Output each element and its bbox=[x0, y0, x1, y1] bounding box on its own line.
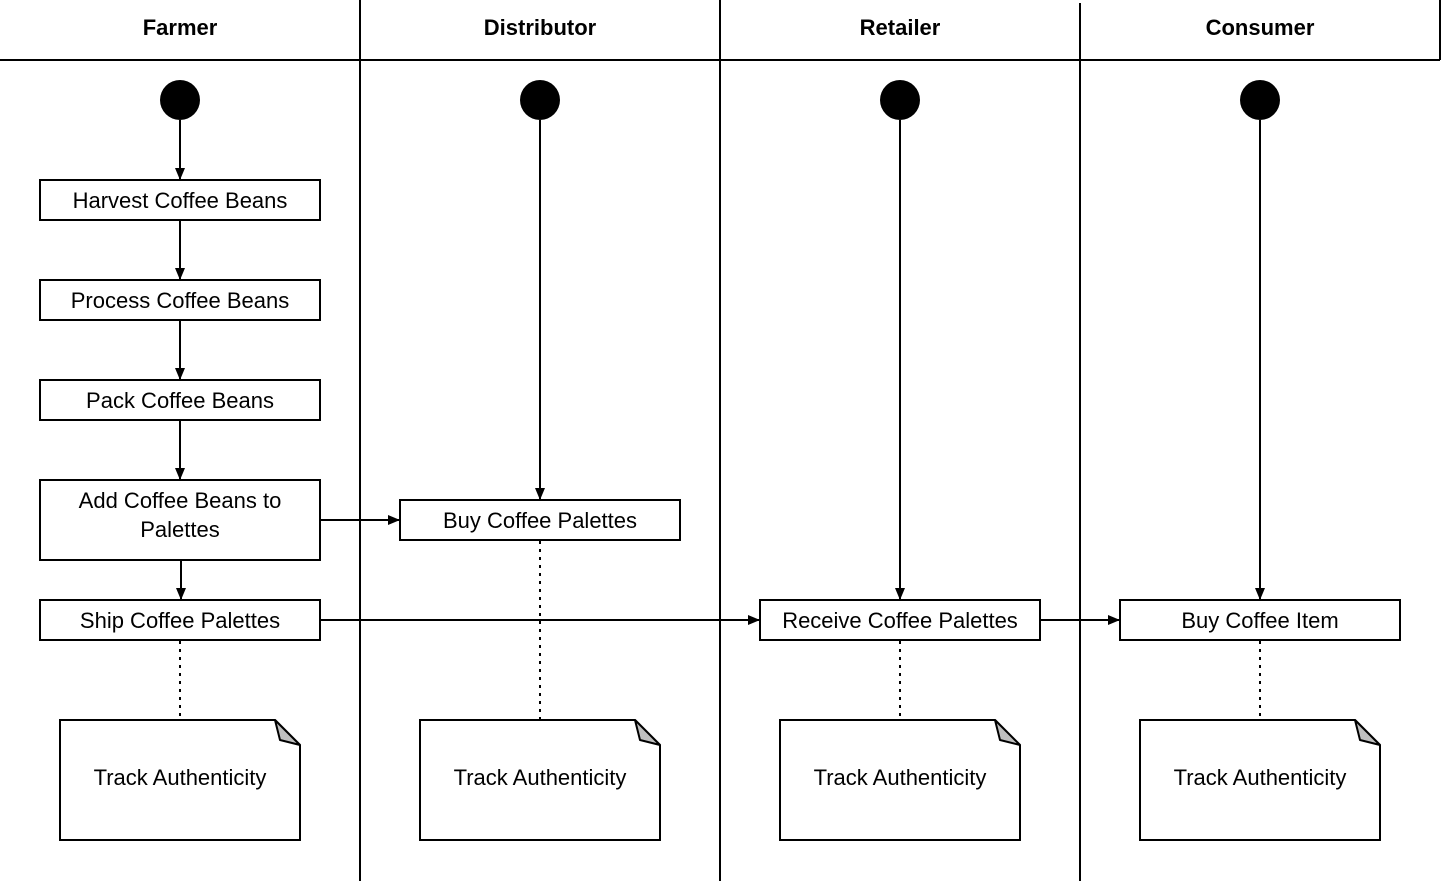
note-retailer: Track Authenticity bbox=[779, 719, 1021, 841]
activity-label: Process Coffee Beans bbox=[71, 288, 290, 313]
note-corner-fold bbox=[274, 719, 301, 746]
note-farmer: Track Authenticity bbox=[59, 719, 301, 841]
activity-box bbox=[39, 379, 321, 421]
note-shape bbox=[59, 719, 301, 841]
note-corner-fold bbox=[994, 719, 1021, 746]
activity-label: Pack Coffee Beans bbox=[86, 388, 274, 413]
activity-harvest-coffee-beans: Harvest Coffee Beans bbox=[39, 179, 321, 221]
activity-label: Buy Coffee Item bbox=[1181, 608, 1338, 633]
note-text: Track Authenticity bbox=[454, 765, 627, 790]
note-text: Track Authenticity bbox=[94, 765, 267, 790]
activity-label-line-1: Add Coffee Beans to bbox=[79, 488, 282, 513]
note-shape bbox=[779, 719, 1021, 841]
activity-pack-coffee-beans: Pack Coffee Beans bbox=[39, 379, 321, 421]
start-node-farmer bbox=[160, 80, 200, 120]
start-node-distributor bbox=[520, 80, 560, 120]
activity-box bbox=[1119, 599, 1401, 641]
activity-label: Receive Coffee Palettes bbox=[782, 608, 1018, 633]
lane-title-distributor: Distributor bbox=[484, 15, 597, 40]
activity-buy-coffee-palettes: Buy Coffee Palettes bbox=[399, 499, 681, 541]
activity-box bbox=[399, 499, 681, 541]
activity-label: Buy Coffee Palettes bbox=[443, 508, 637, 533]
lane-title-consumer: Consumer bbox=[1206, 15, 1315, 40]
activity-box bbox=[39, 599, 321, 641]
activity-receive-coffee-palettes: Receive Coffee Palettes bbox=[759, 599, 1041, 641]
activity-box bbox=[39, 179, 321, 221]
activity-buy-coffee-item: Buy Coffee Item bbox=[1119, 599, 1401, 641]
note-corner-fold bbox=[1354, 719, 1381, 746]
activity-ship-coffee-palettes: Ship Coffee Palettes bbox=[39, 599, 321, 641]
lane-title-farmer: Farmer bbox=[143, 15, 218, 40]
note-text: Track Authenticity bbox=[1174, 765, 1347, 790]
note-text: Track Authenticity bbox=[814, 765, 987, 790]
activity-box bbox=[759, 599, 1041, 641]
start-node-retailer bbox=[880, 80, 920, 120]
activity-label: Ship Coffee Palettes bbox=[80, 608, 280, 633]
activity-process-coffee-beans: Process Coffee Beans bbox=[39, 279, 321, 321]
start-node-consumer bbox=[1240, 80, 1280, 120]
activity-label-line-2: Palettes bbox=[140, 517, 220, 542]
lane-title-retailer: Retailer bbox=[860, 15, 941, 40]
note-consumer: Track Authenticity bbox=[1139, 719, 1381, 841]
note-corner-fold bbox=[634, 719, 661, 746]
note-distributor: Track Authenticity bbox=[419, 719, 661, 841]
activity-label: Harvest Coffee Beans bbox=[73, 188, 288, 213]
activity-add-coffee-beans-to-palettes: Add Coffee Beans to Palettes bbox=[39, 479, 321, 561]
note-shape bbox=[1139, 719, 1381, 841]
activity-box bbox=[39, 479, 321, 561]
note-shape bbox=[419, 719, 661, 841]
activity-box bbox=[39, 279, 321, 321]
